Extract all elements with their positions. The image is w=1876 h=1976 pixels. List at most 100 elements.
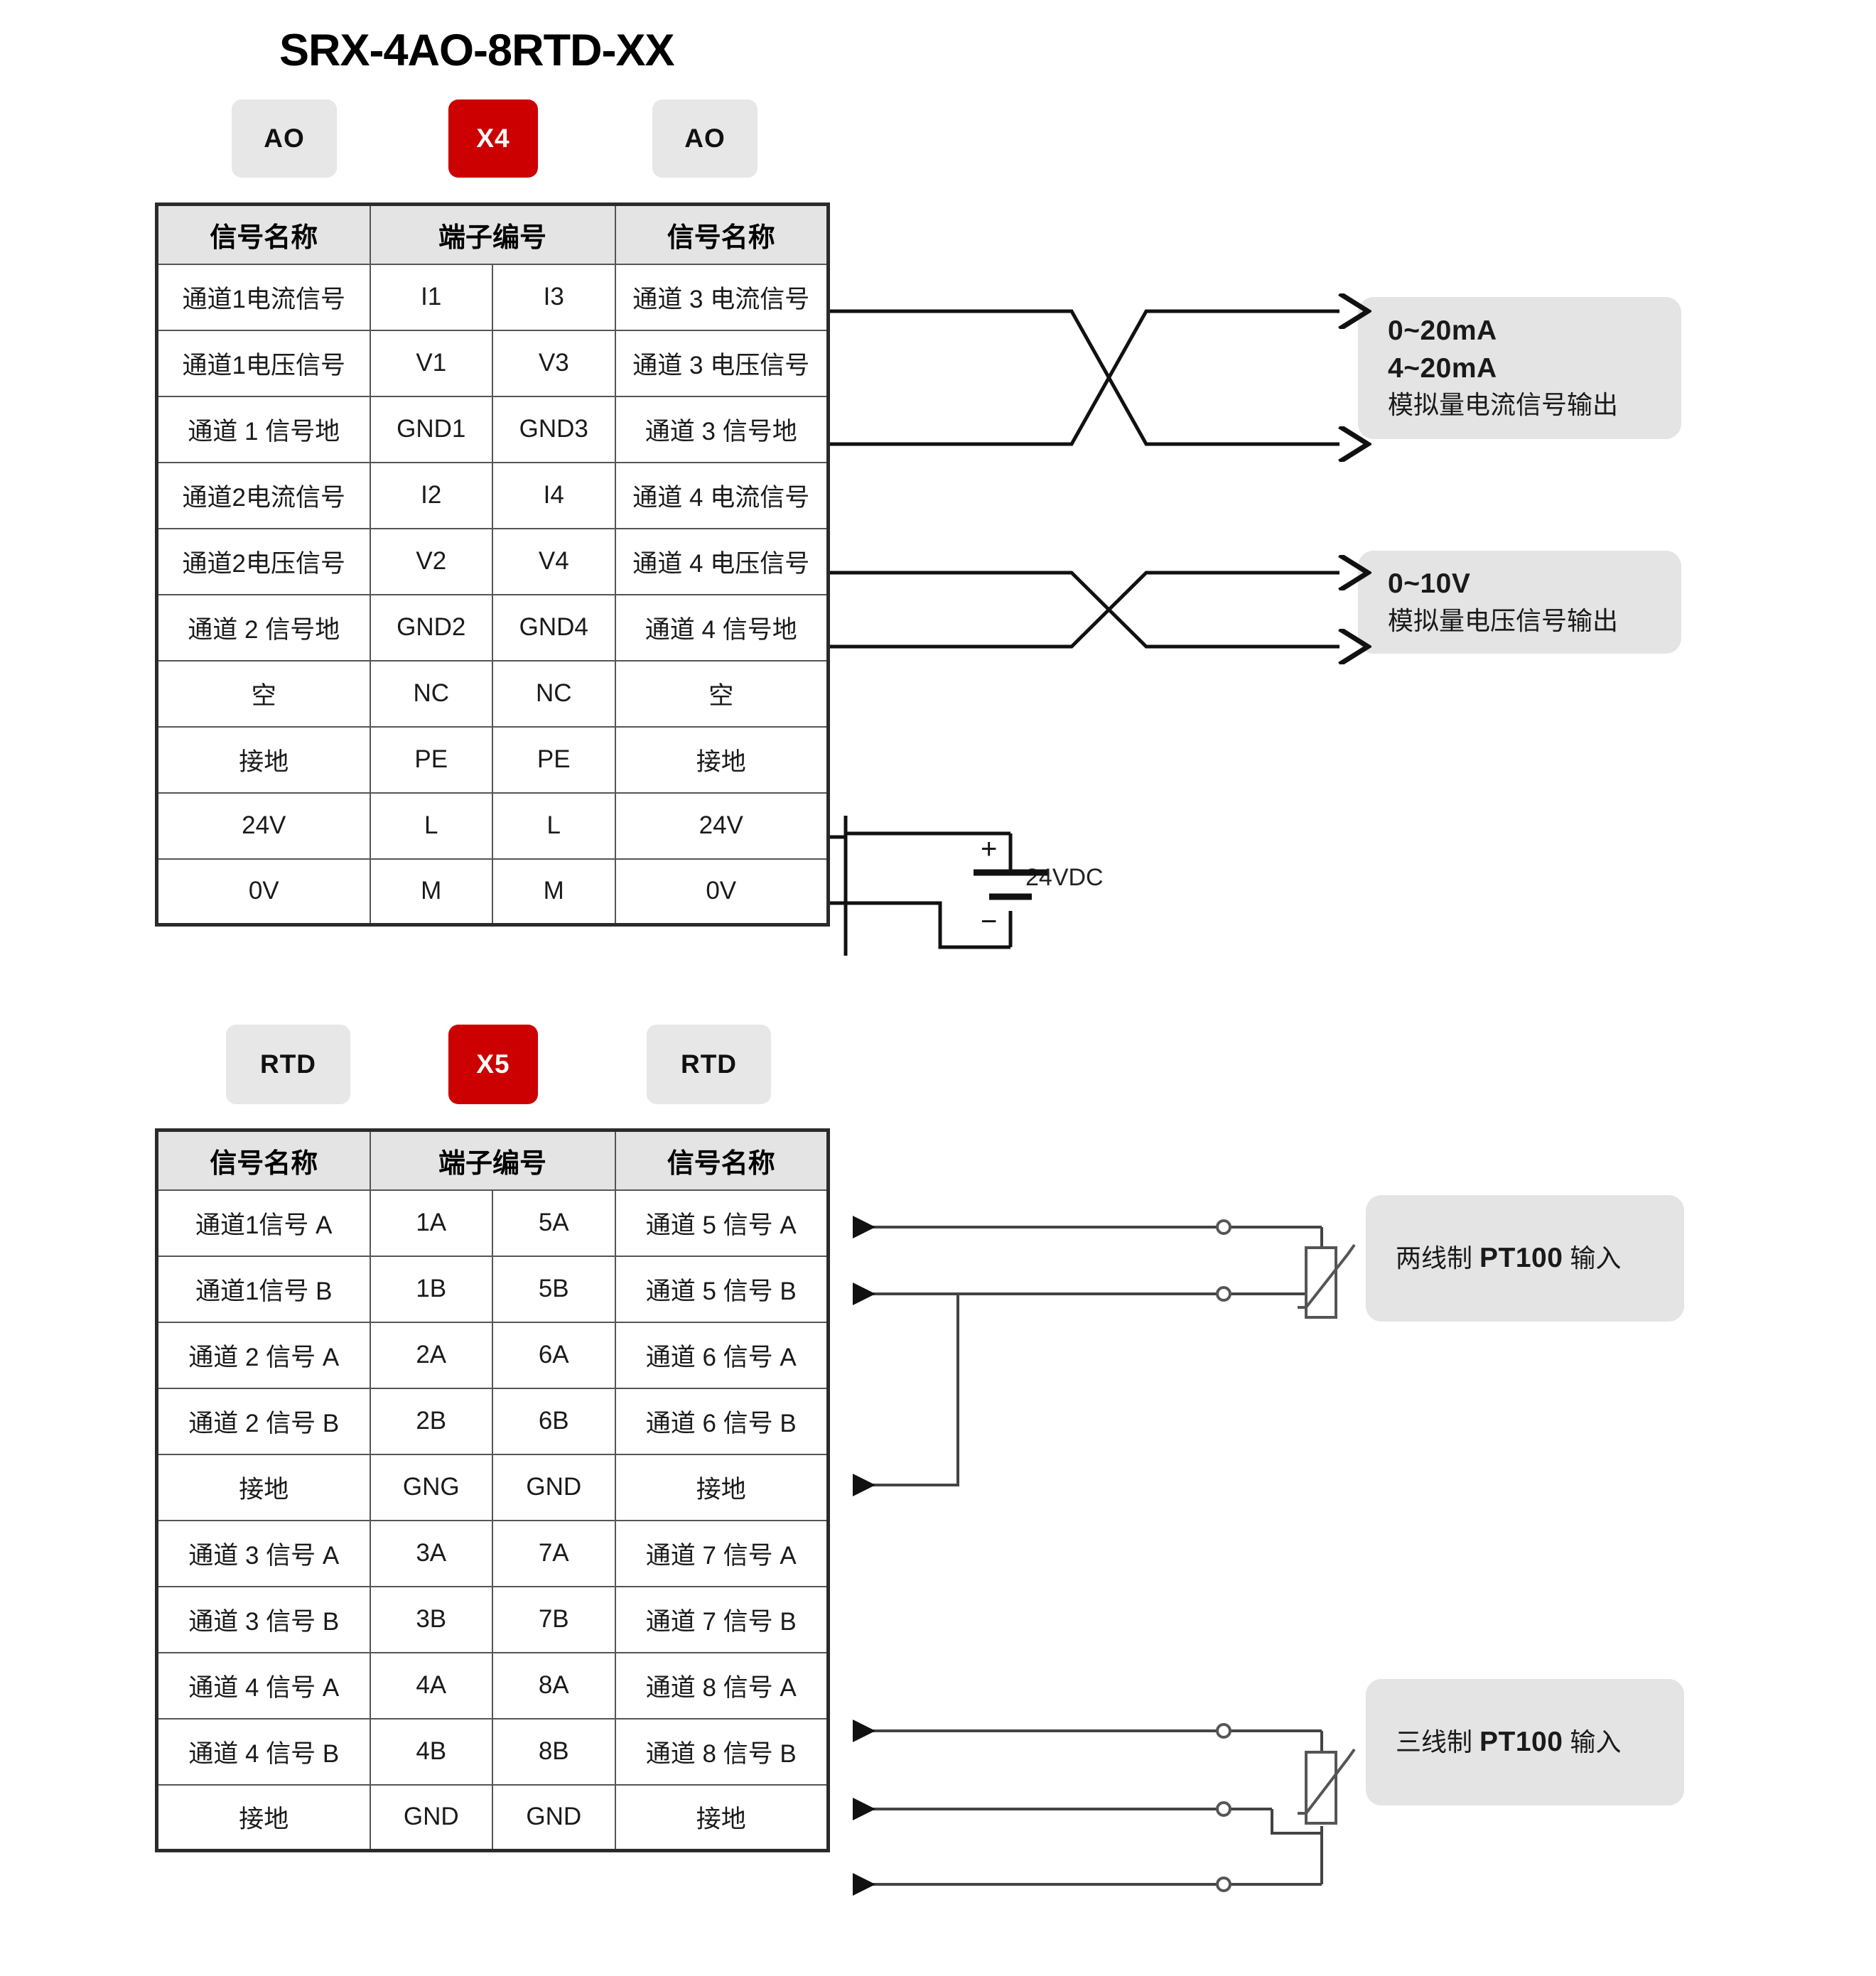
cell-terminal-left: V1 <box>369 329 493 397</box>
cell-terminal-right: GND <box>492 1783 616 1852</box>
cell-signal-name-left: 通道 3 信号 A <box>156 1519 371 1587</box>
cell-terminal-right: 5A <box>492 1189 616 1257</box>
cell-terminal-left: NC <box>369 659 493 728</box>
cell-signal-name-right: 通道 8 信号 B <box>614 1717 829 1786</box>
wire-3w-mid-jog <box>1271 1809 1320 1835</box>
badge-ao-right: AO <box>652 99 758 178</box>
cell-terminal-left: 1B <box>369 1255 493 1323</box>
cell-terminal-left: 4B <box>369 1717 493 1786</box>
badge-rtd-left: RTD <box>226 1025 350 1104</box>
cell-terminal-left: I2 <box>369 461 493 529</box>
cell-signal-name-left: 通道1电流信号 <box>156 263 371 331</box>
two-wire-pt100-wiring <box>853 1216 1323 1305</box>
two-wire-bold: PT100 <box>1479 1242 1563 1273</box>
badge-x4-center: X4 <box>448 99 538 178</box>
cell-terminal-right: GND3 <box>492 395 616 463</box>
cell-signal-name-right: 接地 <box>614 725 829 794</box>
cell-signal-name-left: 通道 4 信号 A <box>156 1651 371 1719</box>
cell-terminal-right: 8A <box>492 1651 616 1719</box>
cell-terminal-right: 7A <box>492 1519 616 1587</box>
plus-sign: + <box>981 833 997 865</box>
cell-terminal-right: V3 <box>492 329 616 397</box>
cell-signal-name-left: 空 <box>156 659 371 728</box>
cell-terminal-right: PE <box>492 725 616 794</box>
power-supply-wiring <box>830 816 1047 956</box>
header-terminal-number: 端子编号 <box>369 203 616 265</box>
cell-signal-name-left: 通道 1 信号地 <box>156 395 371 463</box>
cell-terminal-right: NC <box>492 659 616 728</box>
cell-signal-name-right: 通道 6 信号 A <box>614 1321 829 1389</box>
cell-terminal-left: I1 <box>369 263 493 331</box>
rtd-variable-slash-2w <box>1298 1243 1356 1309</box>
two-wire-ground-leg <box>853 1294 959 1496</box>
three-wire-suffix: 输入 <box>1563 1727 1622 1756</box>
callout-voltage-desc: 模拟量电压信号输出 <box>1388 605 1619 635</box>
cell-terminal-right: GND <box>492 1453 616 1521</box>
page-title: SRX-4AO-8RTD-XX <box>279 26 675 75</box>
header-terminal-number: 端子编号 <box>369 1129 616 1191</box>
table-header-row: 信号名称 端子编号 信号名称 <box>156 1129 829 1191</box>
cell-terminal-left: L <box>369 792 493 860</box>
cell-terminal-left: 3B <box>369 1585 493 1653</box>
cell-signal-name-left: 0V <box>156 858 371 926</box>
terminal-dot-3w-c <box>1216 1877 1231 1892</box>
cell-signal-name-right: 通道 7 信号 A <box>614 1519 829 1587</box>
cell-signal-name-right: 通道 5 信号 B <box>614 1255 829 1323</box>
two-wire-suffix: 输入 <box>1563 1243 1622 1273</box>
three-wire-pt100-wiring <box>853 1719 1323 1896</box>
callout-current-range-2: 4~20mA <box>1388 352 1497 384</box>
wire-voltage-bottom <box>830 573 1339 649</box>
header-signal-name-right: 信号名称 <box>614 1129 829 1191</box>
cell-terminal-left: 1A <box>369 1189 493 1257</box>
wire-current-bottom <box>830 311 1339 446</box>
callout-two-wire-text: 两线制 PT100 输入 <box>1396 1239 1684 1278</box>
cell-signal-name-right: 接地 <box>614 1453 829 1521</box>
cell-signal-name-left: 通道2电压信号 <box>156 527 371 595</box>
cell-signal-name-right: 通道 3 电压信号 <box>614 329 829 397</box>
cell-signal-name-left: 通道2电流信号 <box>156 461 371 529</box>
cell-terminal-right: V4 <box>492 527 616 595</box>
terminal-dot-2w-a <box>1216 1219 1231 1235</box>
cell-terminal-left: 4A <box>369 1651 493 1719</box>
cell-signal-name-left: 接地 <box>156 1783 371 1852</box>
rtd-resistor-body-2w <box>1305 1246 1337 1319</box>
cell-terminal-right: 5B <box>492 1255 616 1323</box>
callout-current-output: 0~20mA 4~20mA 模拟量电流信号输出 <box>1358 297 1681 439</box>
three-wire-bold: PT100 <box>1479 1726 1563 1757</box>
cell-terminal-left: 3A <box>369 1519 493 1587</box>
cell-terminal-left: V2 <box>369 527 493 595</box>
voltage-output-wires <box>830 573 1339 647</box>
cell-terminal-right: 8B <box>492 1717 616 1786</box>
callout-three-wire-text: 三线制 PT100 输入 <box>1396 1723 1684 1762</box>
header-signal-name-left: 信号名称 <box>156 1129 371 1191</box>
rtd-variable-slash-3w <box>1298 1748 1356 1815</box>
cell-signal-name-left: 接地 <box>156 725 371 794</box>
cell-terminal-right: GND4 <box>492 593 616 662</box>
cell-signal-name-right: 通道 3 电流信号 <box>614 263 829 331</box>
two-wire-pt100-sensor <box>1216 1219 1356 1319</box>
cell-terminal-left: M <box>369 858 493 926</box>
wire-voltage-top <box>830 571 1339 647</box>
cell-terminal-right: I3 <box>492 263 616 331</box>
cell-signal-name-right: 接地 <box>614 1783 829 1852</box>
wire-current-top <box>830 309 1339 444</box>
cell-signal-name-right: 空 <box>614 659 829 728</box>
wire-l-stub <box>830 833 848 839</box>
cell-terminal-right: 6A <box>492 1321 616 1389</box>
cell-terminal-right: I4 <box>492 461 616 529</box>
cell-terminal-left: 2B <box>369 1387 493 1455</box>
cell-terminal-right: 6B <box>492 1387 616 1455</box>
callout-current-range-1: 0~20mA <box>1388 315 1497 347</box>
